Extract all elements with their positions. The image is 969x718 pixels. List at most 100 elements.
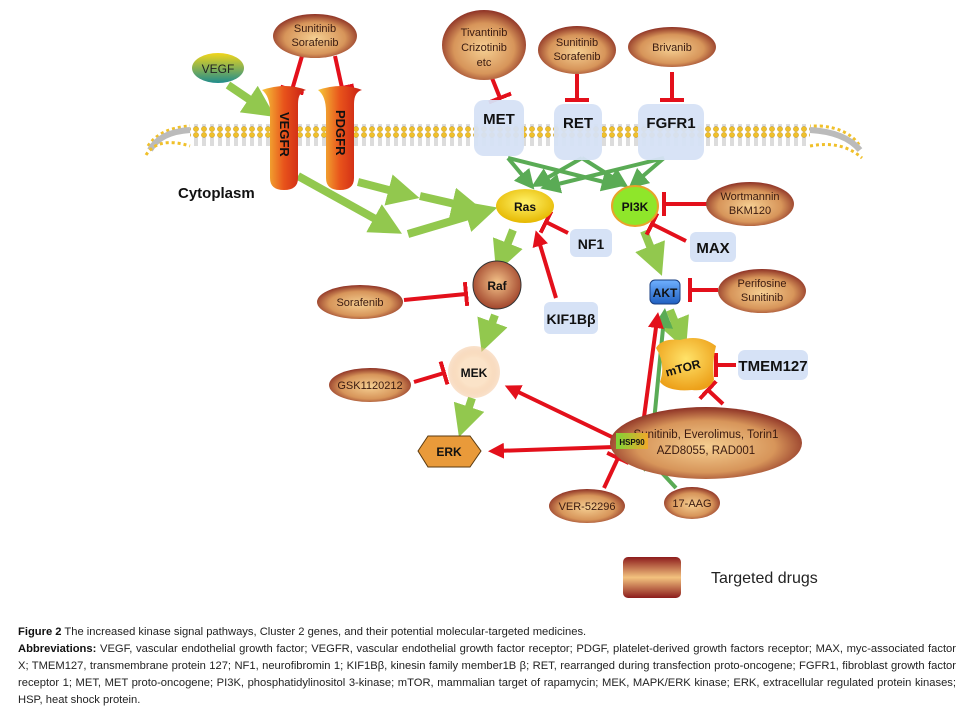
figure-label: Figure 2 <box>18 626 62 638</box>
svg-text:Sorafenib: Sorafenib <box>291 37 338 49</box>
receptor-vegfr: VEGFR <box>262 86 306 190</box>
arrow-pdgfr-ras-1 <box>356 174 420 206</box>
legend-swatch <box>623 557 681 598</box>
svg-text:Sunitinib: Sunitinib <box>556 37 598 49</box>
legend: Targeted drugs <box>623 557 818 598</box>
gene-kif1bb: KIF1Bβ <box>544 302 598 334</box>
svg-text:Sunitinib, Everolimus, Torin1: Sunitinib, Everolimus, Torin1 <box>634 429 779 441</box>
svg-text:Sunitinib: Sunitinib <box>741 292 783 304</box>
node-raf: Raf <box>472 260 522 310</box>
node-akt: AKT <box>649 279 681 305</box>
svg-text:17-AAG: 17-AAG <box>672 498 711 510</box>
svg-text:Sunitinib: Sunitinib <box>294 23 336 35</box>
svg-text:NF1: NF1 <box>578 236 605 252</box>
svg-text:Crizotinib: Crizotinib <box>461 42 507 54</box>
drug-fgfr1: Brivanib <box>628 27 716 67</box>
svg-text:Sorafenib: Sorafenib <box>553 51 600 63</box>
receptor-met: MET <box>474 100 524 156</box>
drug-vegfr-pdgfr: Sunitinib Sorafenib <box>273 14 357 58</box>
receptor-pdgfr: PDGFR <box>318 86 362 190</box>
svg-text:VEGF: VEGF <box>202 62 235 76</box>
svg-text:VER-52296: VER-52296 <box>559 501 616 513</box>
cytoplasm-label: Cytoplasm <box>178 185 255 202</box>
arrow-pdgfr-ras-2 <box>419 187 484 220</box>
inhib-drug-hsp90-a <box>602 458 618 489</box>
svg-text:GSK1120212: GSK1120212 <box>337 380 402 392</box>
drug-raf: Sorafenib <box>317 285 403 319</box>
receptor-fgfr1: FGFR1 <box>638 104 704 160</box>
svg-text:KIF1Bβ: KIF1Bβ <box>547 311 596 327</box>
svg-text:AZD8055, RAD001: AZD8055, RAD001 <box>657 445 755 457</box>
drug-mek: GSK1120212 <box>329 368 411 402</box>
node-pi3k: PI3K <box>611 185 659 227</box>
abbreviations-label: Abbreviations: <box>18 643 97 655</box>
inhib-drug-mtor <box>708 390 725 406</box>
svg-text:MAX: MAX <box>696 240 729 257</box>
figure-title: Figure 2 The increased kinase signal pat… <box>18 624 956 641</box>
svg-text:FGFR1: FGFR1 <box>646 115 695 132</box>
arrow-vegfr-ras-1 <box>296 172 402 234</box>
abbreviations-text: VEGF, vascular endothelial growth factor… <box>18 643 956 706</box>
svg-text:VEGFR: VEGFR <box>277 112 292 157</box>
legend-label: Targeted drugs <box>711 570 818 587</box>
arrow-vegf-vegfr <box>225 81 276 117</box>
drug-ret: Sunitinib Sorafenib <box>538 26 616 74</box>
receptor-ret: RET <box>554 104 602 160</box>
drug-akt: Perifosine Sunitinib <box>718 269 806 313</box>
svg-text:Brivanib: Brivanib <box>652 42 692 54</box>
pathway-diagram: Cytoplasm <box>144 10 864 598</box>
node-erk: ERK <box>417 435 482 468</box>
arrow-kif1bb-ras <box>532 230 558 299</box>
node-hsp90: HSP90 <box>616 433 648 449</box>
svg-text:PI3K: PI3K <box>622 200 649 214</box>
inhib-drug-met <box>492 77 500 98</box>
figure-text: The increased kinase signal pathways, Cl… <box>61 626 587 638</box>
svg-text:MET: MET <box>483 111 515 128</box>
svg-text:MEK: MEK <box>461 366 488 380</box>
gene-tmem127: TMEM127 <box>738 350 808 380</box>
arrow-hsp90-mek <box>504 385 615 440</box>
svg-text:ERK: ERK <box>436 445 462 459</box>
inhib-max-pi3k <box>652 224 687 243</box>
inhib-drug-vegfr <box>292 55 302 90</box>
arrow-raf-mek <box>477 313 508 353</box>
arrow-akt-mtor <box>659 308 689 350</box>
arrow-mek-erk <box>453 396 485 438</box>
inhibition-lines <box>292 55 736 489</box>
figure-caption: Figure 2 The increased kinase signal pat… <box>18 624 956 709</box>
receptor-crossing-arrows <box>506 156 673 433</box>
drug-hsp90-17aag: 17-AAG <box>664 487 720 519</box>
svg-text:PDGFR: PDGFR <box>333 110 348 156</box>
svg-text:AKT: AKT <box>653 286 678 300</box>
svg-text:TMEM127: TMEM127 <box>738 358 807 375</box>
drug-mtor: Sunitinib, Everolimus, Torin1 AZD8055, R… <box>610 407 802 479</box>
svg-text:Perifosine: Perifosine <box>738 278 787 290</box>
drug-pi3k: Wortmannin BKM120 <box>706 182 794 226</box>
inhib-drug-mek <box>413 373 444 382</box>
svg-text:Wortmannin: Wortmannin <box>720 191 779 203</box>
arrow-pi3k-akt <box>635 229 665 276</box>
inhib-drug-raf <box>403 294 466 300</box>
svg-text:Sorafenib: Sorafenib <box>336 297 383 309</box>
abbreviations: Abbreviations: VEGF, vascular endothelia… <box>18 641 956 709</box>
activating-red-arrows <box>488 230 664 459</box>
node-ras: Ras <box>496 189 554 223</box>
arrow-ras-raf <box>492 228 523 273</box>
node-mek: MEK <box>448 346 500 398</box>
drug-hsp90-ver52296: VER-52296 <box>549 489 625 523</box>
svg-text:BKM120: BKM120 <box>729 205 771 217</box>
svg-text:etc: etc <box>477 57 492 69</box>
gene-nf1: NF1 <box>570 229 612 257</box>
arrow-vegfr-ras-2 <box>406 201 498 238</box>
arrow-hsp90-akt-red <box>640 312 664 433</box>
svg-text:Ras: Ras <box>514 200 536 214</box>
node-mtor: mTOR <box>656 338 716 391</box>
inhib-nf1-ras <box>546 222 569 235</box>
svg-text:RET: RET <box>563 115 593 132</box>
vegf-ligand: VEGF <box>192 53 244 83</box>
svg-text:Raf: Raf <box>487 279 507 293</box>
inhib-drug-pdgfr <box>335 55 342 88</box>
arrow-hsp90-erk <box>488 442 615 459</box>
svg-text:HSP90: HSP90 <box>619 438 645 447</box>
drug-met: Tivantinib Crizotinib etc <box>442 10 526 80</box>
